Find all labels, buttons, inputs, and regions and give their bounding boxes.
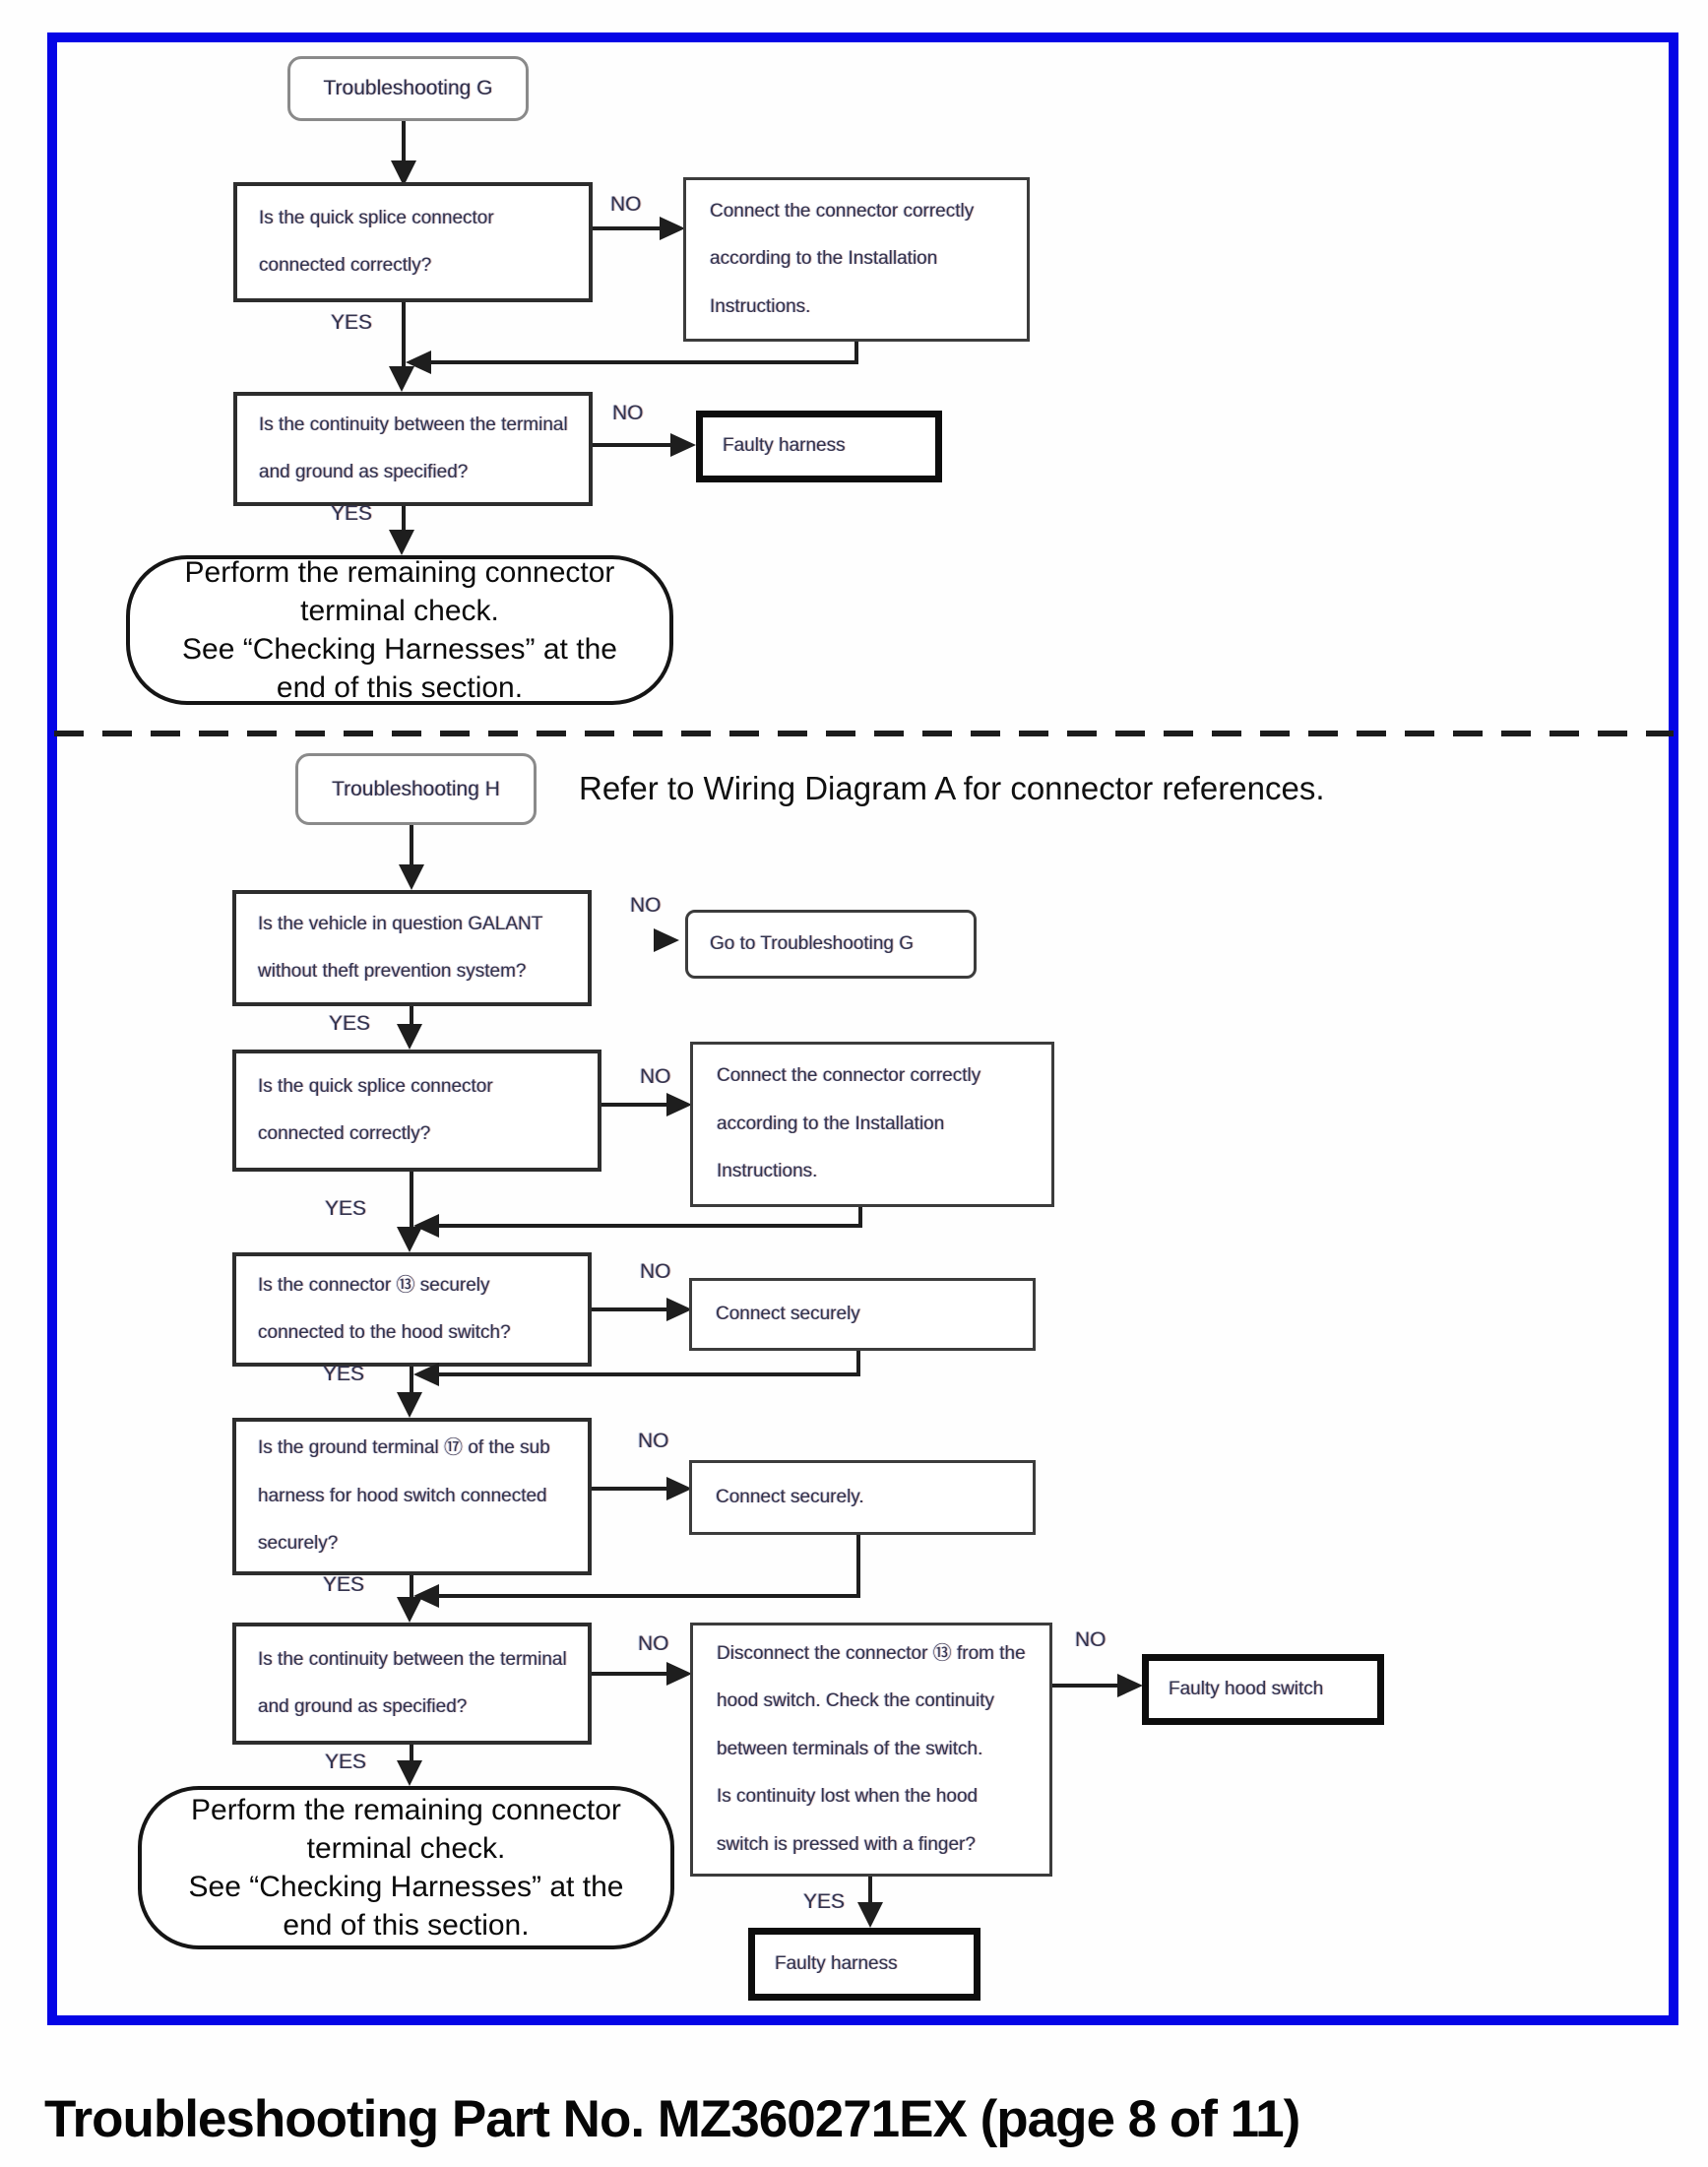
connector-line — [410, 825, 413, 866]
page-caption: Troubleshooting Part No. MZ360271EX (pag… — [44, 2090, 1300, 2148]
arrow-right-icon — [666, 1298, 692, 1321]
connector-line — [410, 1745, 413, 1762]
connector-line — [868, 1877, 872, 1904]
connector-line — [410, 1367, 413, 1394]
connector-line — [601, 1103, 668, 1107]
arrow-down-icon — [397, 1760, 422, 1786]
h-terminal-perform-check: Perform the remaining connector terminal… — [138, 1786, 674, 1949]
troubleshooting-g-title: Troubleshooting G — [287, 56, 529, 121]
connector-line — [439, 1594, 860, 1598]
arrow-down-icon — [389, 530, 414, 555]
g-question-continuity: Is the continuity between the terminal a… — [233, 392, 593, 506]
connector-line — [410, 1575, 413, 1599]
arrow-right-icon — [666, 1662, 692, 1686]
yes-label: YES — [329, 1012, 371, 1035]
h-action-disconnect-connector: Disconnect the connector ⑬ from the hood… — [690, 1623, 1052, 1877]
g-action-connect-connector: Connect the connector correctly accordin… — [683, 177, 1030, 342]
yes-label: YES — [331, 502, 373, 525]
arrow-right-icon — [670, 433, 696, 457]
h-question-vehicle-galant: Is the vehicle in question GALANT withou… — [232, 890, 592, 1006]
h-result-faulty-harness: Faulty harness — [748, 1928, 981, 2001]
arrow-down-icon — [389, 366, 414, 392]
yes-label: YES — [803, 1890, 846, 1913]
yes-label: YES — [325, 1751, 367, 1773]
no-label: NO — [1075, 1628, 1107, 1651]
connector-line — [410, 1172, 413, 1229]
connector-line — [592, 1487, 668, 1491]
h-action-connect-connector: Connect the connector correctly accordin… — [690, 1042, 1054, 1207]
connector-line — [858, 1207, 862, 1228]
g-terminal-perform-check: Perform the remaining connector terminal… — [126, 555, 673, 705]
diagram-border — [47, 32, 1678, 2025]
no-label: NO — [638, 1430, 669, 1452]
g-result-faulty-harness: Faulty harness — [696, 411, 942, 482]
yes-label: YES — [323, 1363, 365, 1385]
yes-label: YES — [325, 1197, 367, 1220]
arrow-down-icon — [397, 1392, 422, 1418]
h-result-faulty-hood-switch: Faulty hood switch — [1142, 1654, 1384, 1725]
yes-label: YES — [331, 311, 373, 334]
connector-line — [856, 1535, 860, 1598]
h-question-connector-hood-switch: Is the connector ⑬ securely connected to… — [232, 1252, 592, 1367]
h-goto-troubleshooting-g: Go to Troubleshooting G — [685, 910, 977, 979]
h-question-continuity: Is the continuity between the terminal a… — [232, 1623, 592, 1745]
h-action-connect-securely-2: Connect securely. — [689, 1460, 1036, 1535]
connector-line — [402, 506, 406, 532]
no-label: NO — [630, 894, 662, 917]
arrow-down-icon — [391, 160, 416, 186]
g-question-quick-splice: Is the quick splice connector connected … — [233, 182, 593, 302]
h-question-ground-terminal: Is the ground terminal ⑰ of the sub harn… — [232, 1418, 592, 1575]
connector-line — [592, 1307, 668, 1311]
connector-line — [410, 1006, 413, 1026]
h-action-connect-securely-1: Connect securely — [689, 1278, 1036, 1351]
arrow-left-icon — [413, 1363, 439, 1386]
no-label: NO — [610, 193, 642, 216]
no-label: NO — [640, 1260, 671, 1283]
arrow-right-icon — [660, 217, 685, 240]
connector-line — [854, 342, 858, 364]
arrow-right-icon — [1117, 1674, 1143, 1697]
connector-line — [1052, 1684, 1119, 1688]
arrow-down-icon — [399, 864, 424, 890]
h-question-quick-splice: Is the quick splice connector connected … — [232, 1050, 601, 1172]
arrow-down-icon — [397, 1024, 422, 1050]
troubleshooting-h-title: Troubleshooting H — [295, 753, 537, 825]
arrow-right-icon — [666, 1477, 692, 1500]
connector-line — [593, 443, 671, 447]
section-divider — [54, 731, 1674, 736]
arrow-down-icon — [857, 1902, 883, 1928]
no-label: NO — [612, 402, 644, 424]
connector-line — [439, 1372, 860, 1376]
connector-line — [592, 1672, 668, 1676]
connector-line — [402, 302, 406, 367]
no-label: NO — [638, 1632, 669, 1655]
arrow-right-icon — [654, 928, 679, 952]
connector-line — [437, 1224, 862, 1228]
connector-line — [856, 1351, 860, 1376]
yes-label: YES — [323, 1573, 365, 1596]
no-label: NO — [640, 1065, 671, 1088]
wiring-diagram-note: Refer to Wiring Diagram A for connector … — [579, 770, 1325, 806]
connector-line — [429, 360, 858, 364]
connector-line — [402, 121, 406, 162]
arrow-down-icon — [397, 1597, 422, 1623]
arrow-down-icon — [397, 1227, 422, 1252]
arrow-right-icon — [666, 1093, 692, 1116]
connector-line — [593, 226, 664, 230]
